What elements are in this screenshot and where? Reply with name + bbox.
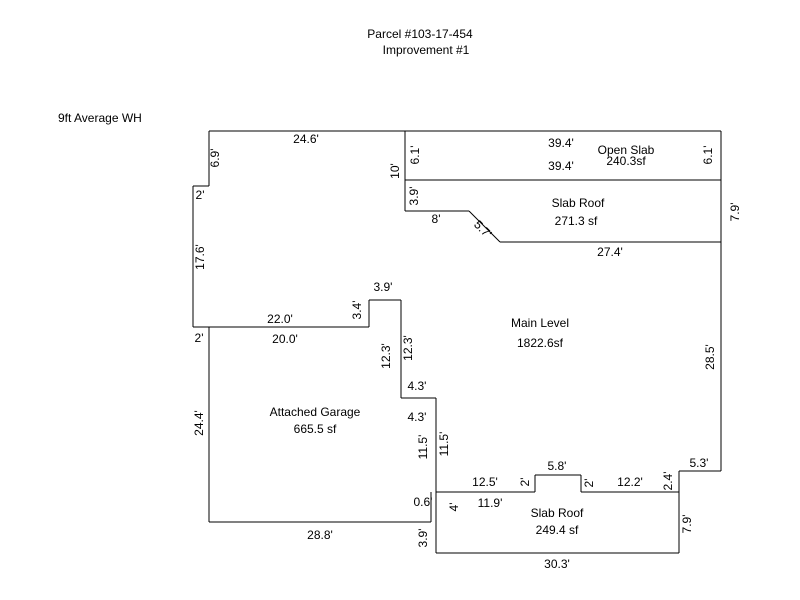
dim-garage-small: 0.6' (414, 495, 433, 509)
edge-slab-roof-diag (468, 210, 501, 243)
dim-open-slab-top: 39.4' (548, 136, 574, 150)
garage-size: 665.5 sf (294, 422, 337, 436)
dim-garage-left: 24.4' (192, 410, 206, 436)
dim-lower-left-lower: 3.9' (416, 529, 430, 548)
dim-vert-115-a: 11.5' (416, 435, 430, 460)
dim-lower-top-left: 12.5' (472, 475, 498, 489)
dim-slab-wall-left: 10' (388, 163, 402, 179)
dim-right-step: 5.3' (690, 456, 709, 470)
dim-right-upper: 7.9' (728, 203, 742, 222)
dim-lower-bottom: 30.3' (544, 557, 570, 571)
dim-right-main: 28.5' (703, 344, 717, 370)
parcel-label: Parcel #103-17-454 (367, 27, 473, 41)
wall-height-note: 9ft Average WH (58, 111, 142, 125)
dim-garage-top: 22.0' (267, 312, 293, 326)
dim-vert-115-b: 11.5' (437, 432, 451, 457)
garage-name: Attached Garage (270, 405, 361, 419)
slab-roof-lower-size: 249.4 sf (536, 523, 579, 537)
vertical-dimensions: 6.9' 17.6' 24.4' 3.4' 12.3' 12.3' 11.5' … (192, 146, 742, 548)
dim-open-slab-left: 6.1' (408, 146, 422, 165)
dim-open-slab-bottom: 39.4' (548, 159, 574, 173)
dim-open-slab-right: 6.1' (701, 146, 715, 165)
dim-left-mid: 17.6' (193, 244, 207, 270)
dim-lower-top-right: 12.2' (617, 475, 643, 489)
dim-notch-left: 3.4' (350, 301, 364, 320)
slab-roof-upper-name: Slab Roof (552, 196, 605, 210)
dim-slab-roof-bottom: 27.4' (597, 245, 623, 259)
dim-lower-left-upper: 4' (447, 503, 461, 512)
dim-lower-top-inner: 11.9' (478, 496, 503, 510)
dim-left-jog: 2' (196, 188, 205, 202)
slab-roof-lower-name: Slab Roof (531, 506, 584, 520)
dim-bump-top: 5.8' (548, 459, 567, 473)
dim-bump-left: 2' (518, 478, 532, 487)
dim-top-main: 24.6' (293, 132, 319, 146)
dim-slab-roof-step: 8' (432, 212, 441, 226)
dim-left-step: 2' (195, 331, 204, 345)
dim-lower-right-small: 2.4' (661, 472, 675, 491)
dim-lower-right: 7.9' (680, 515, 694, 534)
area-labels: Open Slab 240.3sf Slab Roof 271.3 sf Mai… (270, 143, 655, 537)
dim-garage-bottom: 28.8' (307, 528, 333, 542)
dim-bump-right: 2' (582, 479, 596, 488)
dim-notch-top: 3.9' (374, 280, 393, 294)
dim-notch-right-outer: 12.3' (379, 343, 393, 369)
slab-roof-upper-size: 271.3 sf (555, 214, 598, 228)
sketch-outline (192, 130, 722, 554)
dim-slab-roof-diag: 5.7' (471, 218, 494, 241)
horizontal-dimensions: 24.6' 2' 2' 22.0' 20.0' 3.9' 4.3' 4.3' 2… (195, 132, 709, 571)
open-slab-name: Open Slab (598, 143, 655, 157)
dim-garage-top-inner: 20.0' (272, 332, 298, 346)
main-level-name: Main Level (511, 316, 569, 330)
open-slab-size: 240.3sf (606, 154, 646, 168)
main-level-size: 1822.6sf (517, 336, 564, 350)
dim-step-43-b: 4.3' (408, 410, 427, 424)
dim-notch-right-inner: 12.3' (401, 335, 415, 361)
dim-step-43-a: 4.3' (408, 379, 427, 393)
dim-slab-roof-left: 3.9' (407, 187, 421, 206)
dim-left-upper: 6.9' (208, 149, 222, 168)
improvement-label: Improvement #1 (383, 43, 470, 57)
